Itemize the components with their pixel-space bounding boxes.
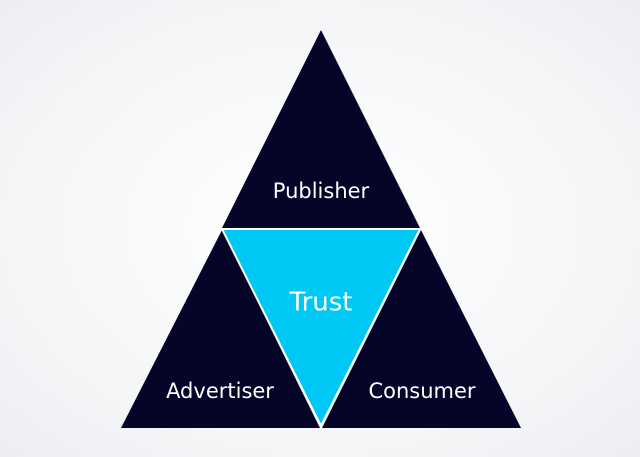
- consumer-label: Consumer: [368, 379, 475, 403]
- publisher-label: Publisher: [273, 179, 370, 203]
- consumer-triangle: [322, 230, 521, 428]
- trust-triangle: [220, 228, 422, 429]
- publisher-triangle: [222, 30, 420, 228]
- advertiser-triangle: [121, 230, 320, 428]
- advertiser-label: Advertiser: [166, 379, 274, 403]
- trust-label: Trust: [289, 288, 353, 318]
